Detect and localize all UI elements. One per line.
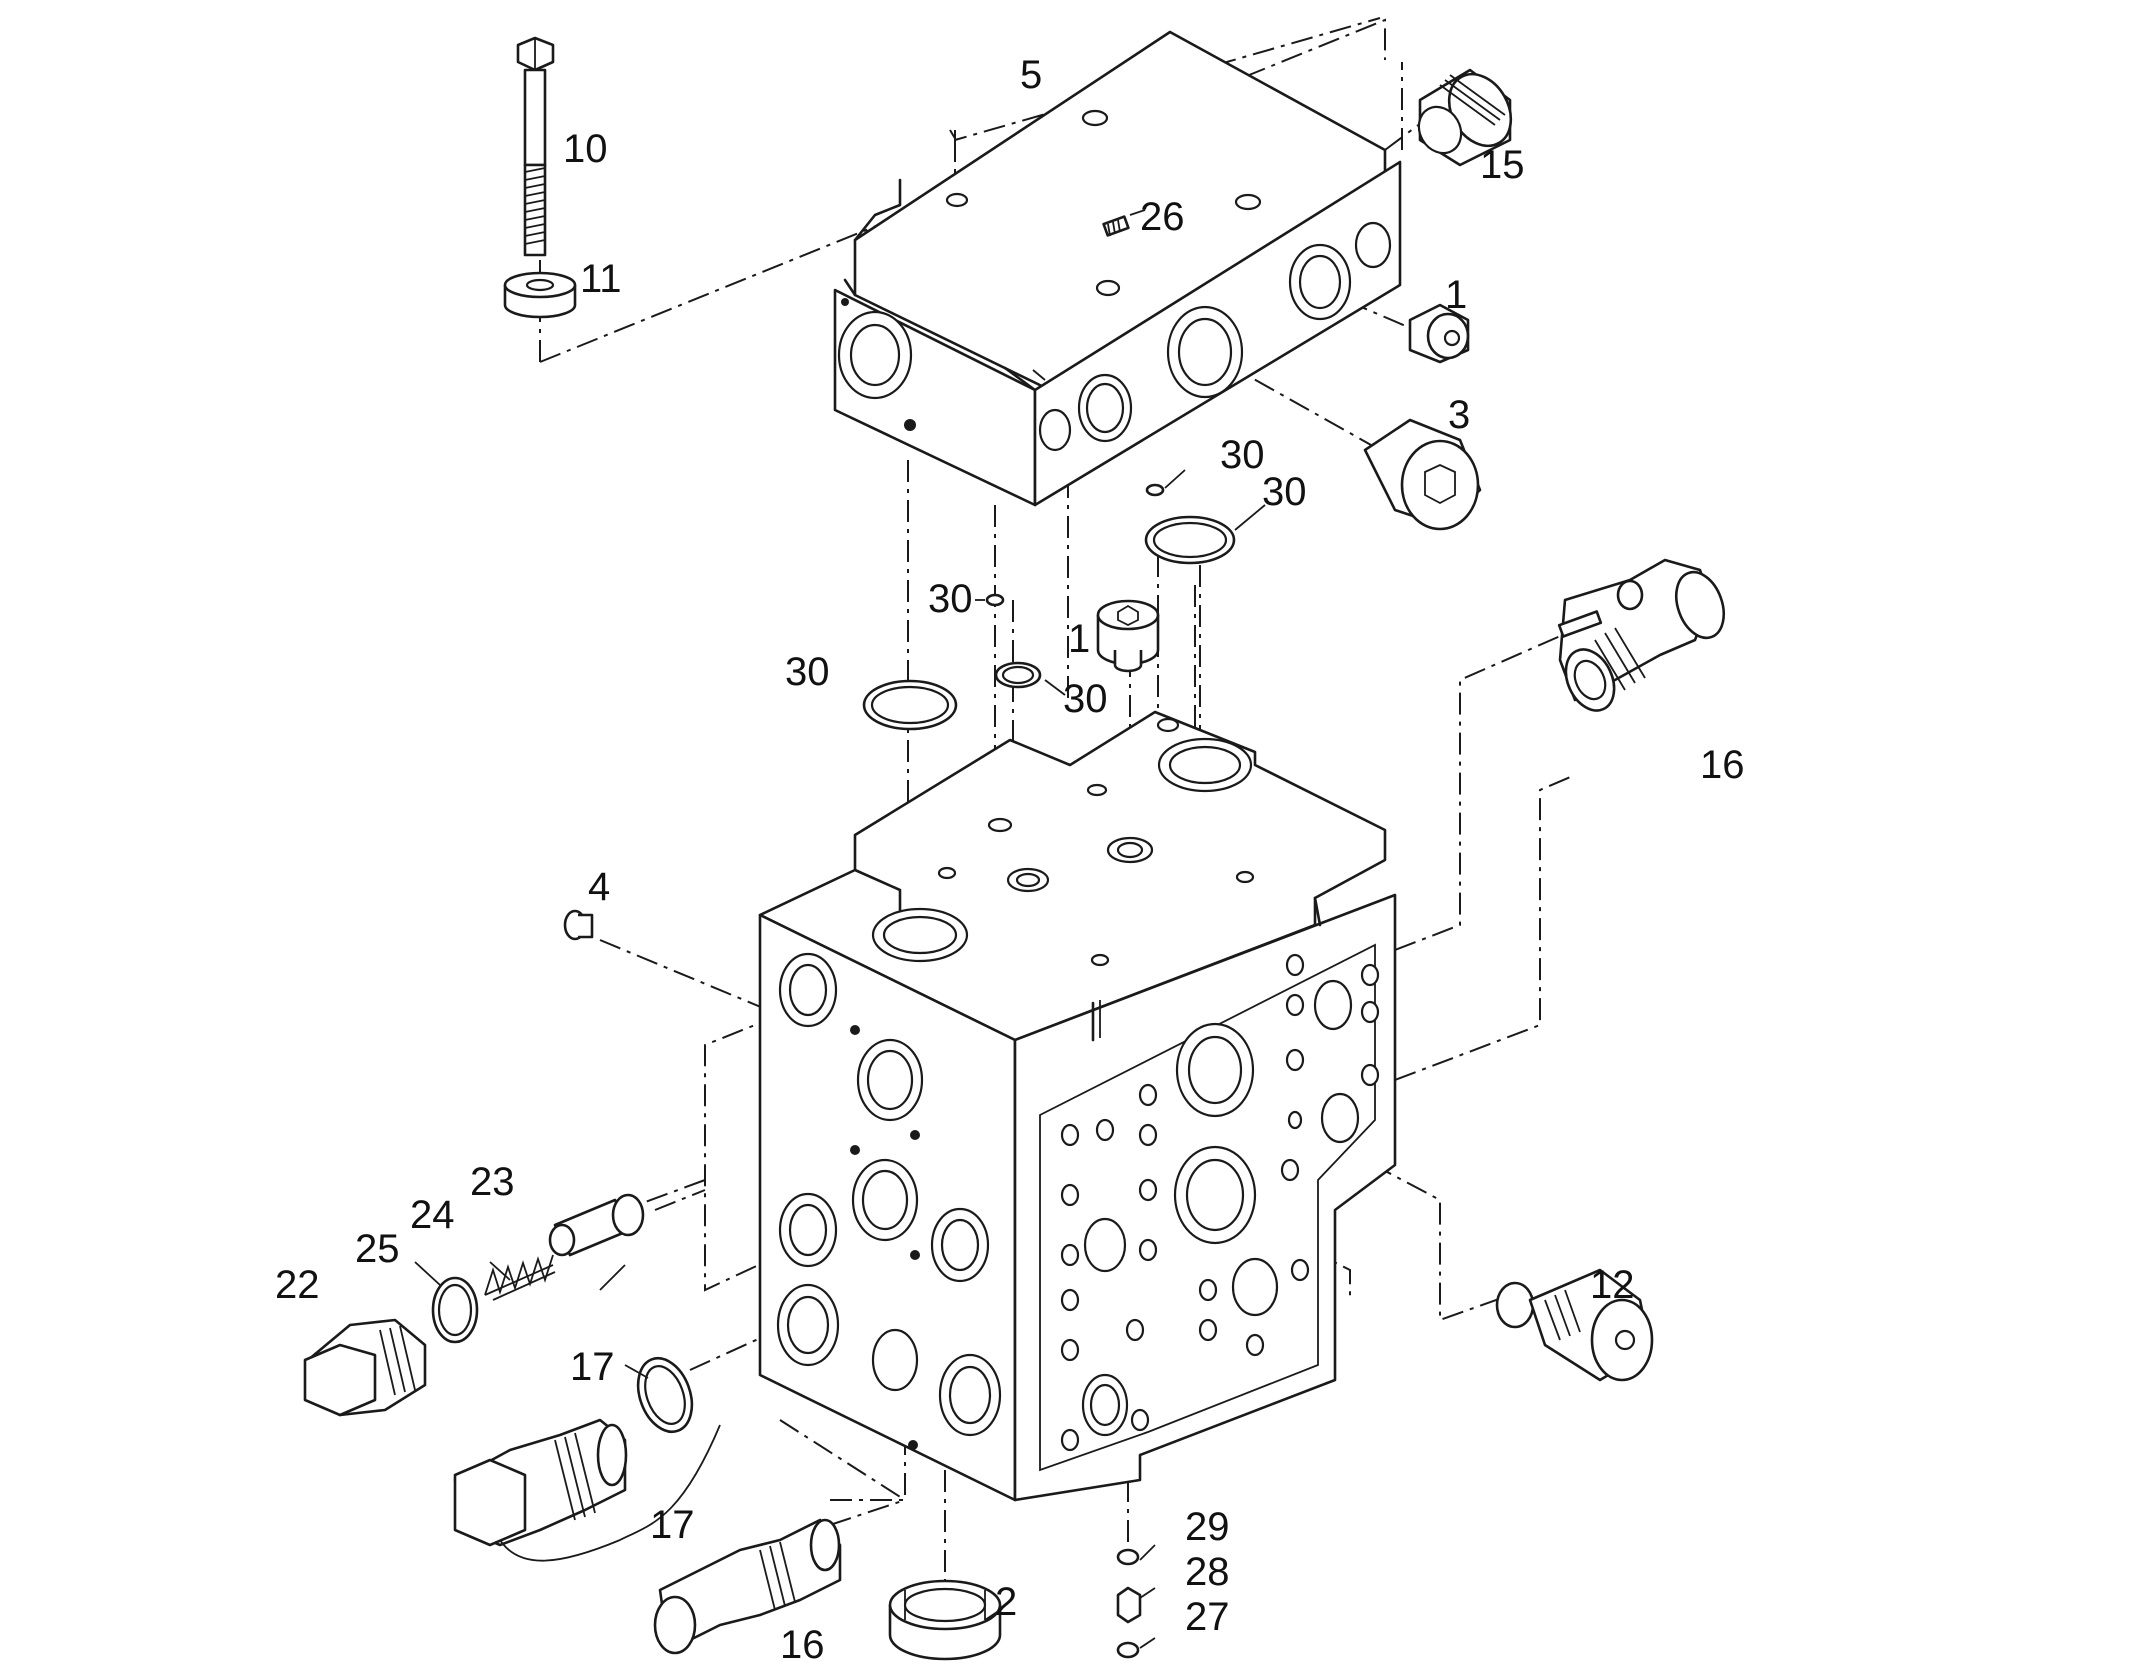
label-29: 29 <box>1185 1505 1230 1549</box>
label-28: 28 <box>1185 1550 1230 1594</box>
leader-lines <box>414 209 1266 1649</box>
label-27: 27 <box>1185 1595 1230 1639</box>
plug-4 <box>563 909 594 941</box>
label-2: 2 <box>995 1580 1017 1624</box>
label-16-upper: 16 <box>1700 743 1745 787</box>
parts-27-28-29 <box>1116 1548 1142 1659</box>
label-17-lower: 17 <box>650 1503 695 1547</box>
label-4: 4 <box>588 865 610 909</box>
label-1-middle: 1 <box>1068 617 1090 661</box>
bolt-10 <box>516 36 555 257</box>
label-26: 26 <box>1140 195 1185 239</box>
right-plate-bolt-holes <box>1060 953 1380 1452</box>
label-30-a: 30 <box>1220 433 1265 477</box>
valve-16-lower <box>653 1518 842 1655</box>
plug-1-middle <box>1096 599 1160 673</box>
plug-2 <box>888 1579 1002 1661</box>
label-15: 15 <box>1480 143 1525 187</box>
label-25: 25 <box>355 1227 400 1271</box>
label-24: 24 <box>410 1193 455 1237</box>
label-3: 3 <box>1448 393 1470 437</box>
label-5: 5 <box>1020 53 1042 97</box>
plug-1-upper <box>1408 303 1470 364</box>
label-16-lower: 16 <box>780 1623 825 1667</box>
ring-17 <box>636 1356 694 1434</box>
o-rings-30 <box>862 483 1236 731</box>
label-22: 22 <box>275 1263 320 1307</box>
main-valve-block <box>758 710 1397 1502</box>
label-17-upper: 17 <box>570 1345 615 1389</box>
plug-22 <box>303 1318 427 1417</box>
ring-25 <box>431 1276 479 1344</box>
label-30-d: 30 <box>785 650 830 694</box>
label-1-upper: 1 <box>1445 273 1467 317</box>
label-10: 10 <box>563 127 608 171</box>
valve-12 <box>1495 1268 1654 1382</box>
plug-15 <box>1417 68 1513 167</box>
label-30-c: 30 <box>928 577 973 621</box>
label-30-e: 30 <box>1063 677 1108 721</box>
label-23: 23 <box>470 1160 515 1204</box>
label-30-b: 30 <box>1262 470 1307 514</box>
screw-26 <box>1102 215 1130 237</box>
label-11: 11 <box>580 257 622 301</box>
upper-valve-block <box>833 30 1402 507</box>
valve-16-upper <box>1557 558 1726 712</box>
valve-17 <box>453 1418 721 1562</box>
part-labels: 5 10 11 15 26 1 3 30 30 30 1 30 30 16 4 … <box>275 53 1745 1667</box>
washer-11 <box>503 271 577 319</box>
label-12: 12 <box>1590 1263 1635 1307</box>
plug-3 <box>1363 418 1482 531</box>
spool-23 <box>548 1193 645 1257</box>
spring-24 <box>484 1254 556 1301</box>
